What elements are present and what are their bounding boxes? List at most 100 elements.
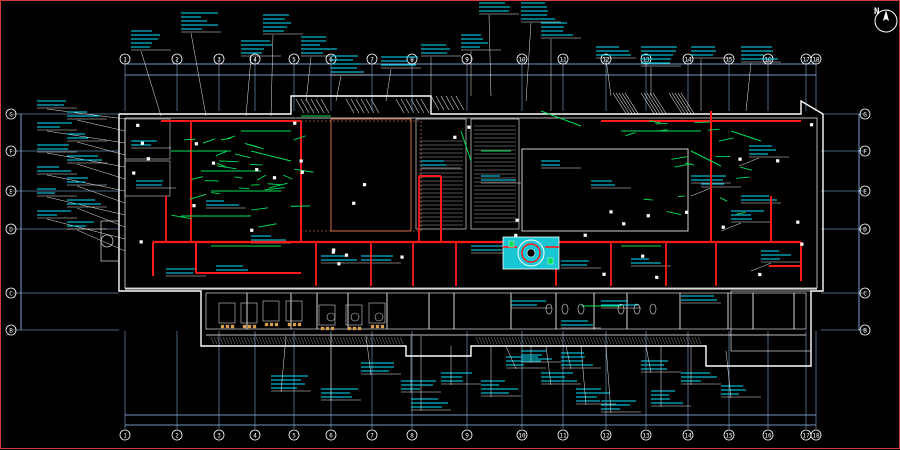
grid-bubble-label: 5 (292, 57, 296, 64)
fixture-marker (758, 273, 761, 276)
annotation-callout (421, 161, 461, 168)
office-desk (219, 303, 235, 323)
grid-bubble-label: D (9, 227, 13, 234)
wall-hatch (298, 337, 301, 344)
branch-pipe (291, 206, 310, 207)
branch-pipe (219, 161, 238, 162)
wall-hatch (286, 337, 289, 344)
wall-hatch (671, 337, 674, 344)
fixture-marker (195, 142, 198, 145)
room (125, 161, 170, 196)
wall-hatch (635, 337, 638, 344)
grid-bubble-label: C (9, 291, 13, 298)
fixture-marker (212, 162, 215, 165)
chair (321, 327, 324, 330)
chair (358, 327, 361, 330)
office-desk (369, 303, 385, 323)
fixture-marker (193, 204, 196, 207)
wall-hatch (325, 337, 328, 344)
fixture-marker (132, 172, 135, 175)
wall-hatch (331, 337, 334, 344)
outer-wall (119, 96, 691, 114)
annotation-callout (681, 296, 721, 303)
annotation-callout (739, 146, 789, 166)
wall-hatch (253, 337, 256, 344)
wall-hatch (488, 337, 491, 344)
fixture-marker (776, 159, 779, 162)
annotation-callout (741, 47, 781, 111)
annotation-callout (67, 178, 125, 203)
wall-hatch (563, 337, 566, 344)
wall-hatch (617, 337, 620, 344)
chair (248, 325, 251, 328)
office-desk (286, 301, 302, 321)
wall-hatch (328, 337, 331, 344)
wall-hatch (542, 337, 545, 344)
branch-pipe (250, 164, 262, 165)
annotation-callout (596, 47, 636, 96)
wall-hatch (268, 337, 271, 344)
grid-bubble-label: G (863, 112, 867, 119)
truss-member (436, 96, 444, 110)
wall-hatch (662, 337, 665, 344)
annotation-callout (741, 196, 781, 203)
room (429, 293, 454, 329)
fixture-marker (810, 123, 813, 126)
fixture-marker (140, 240, 143, 243)
grid-bubble-label: 6 (329, 433, 333, 440)
callout-leader (77, 164, 125, 179)
callout-leader (526, 23, 531, 101)
wall-hatch (238, 337, 241, 344)
wall-hatch (295, 337, 298, 344)
pipe-network (153, 111, 801, 306)
fixture-marker (467, 126, 470, 129)
office-desk (241, 303, 257, 323)
branch-pipe (541, 111, 581, 126)
branch-pipe (720, 198, 727, 202)
annotation-callout (561, 261, 601, 268)
branch-pipe (190, 194, 206, 199)
wall-hatch (698, 337, 701, 344)
annotation-callout (441, 346, 481, 385)
grid-bubbles: 1122334455667788991010111112121313141415… (6, 54, 870, 440)
wall-hatch (575, 337, 578, 344)
wall-hatch (355, 337, 358, 344)
chair (298, 323, 301, 326)
pump-core (527, 249, 535, 257)
wall-hatch (686, 337, 689, 344)
wall-hatch (632, 337, 635, 344)
office-desk (346, 305, 362, 325)
chair (293, 323, 296, 326)
truss-member (421, 99, 429, 113)
skylight-fin (653, 93, 667, 115)
annotation-callout (67, 200, 125, 227)
truss-member (321, 99, 329, 113)
callout-leader (581, 346, 586, 405)
fixture-marker (136, 124, 139, 127)
grid-bubble-label: 17 (802, 433, 810, 440)
callout-leader (77, 120, 125, 131)
wall-hatch (494, 337, 497, 344)
wall-hatch (343, 337, 346, 344)
wall-hatch (250, 337, 253, 344)
truss-member (416, 99, 424, 113)
wall-hatch (370, 337, 373, 344)
wall-hatch (391, 337, 394, 344)
grid-bubble-label: 1 (123, 57, 127, 64)
wall-hatch (587, 337, 590, 344)
fixture-marker (800, 243, 803, 246)
room (731, 291, 811, 351)
wall-hatch (614, 337, 617, 344)
wall-hatch (346, 337, 349, 344)
chair (265, 323, 268, 326)
wall-hatch (569, 337, 572, 344)
wall-hatch (289, 337, 292, 344)
annotation-callout (561, 346, 601, 369)
branch-pipe (257, 175, 266, 180)
annotation-callout (721, 351, 761, 398)
grid-bubble-label: 8 (410, 433, 414, 440)
wall-hatch (560, 337, 563, 344)
office-desk (263, 301, 279, 321)
